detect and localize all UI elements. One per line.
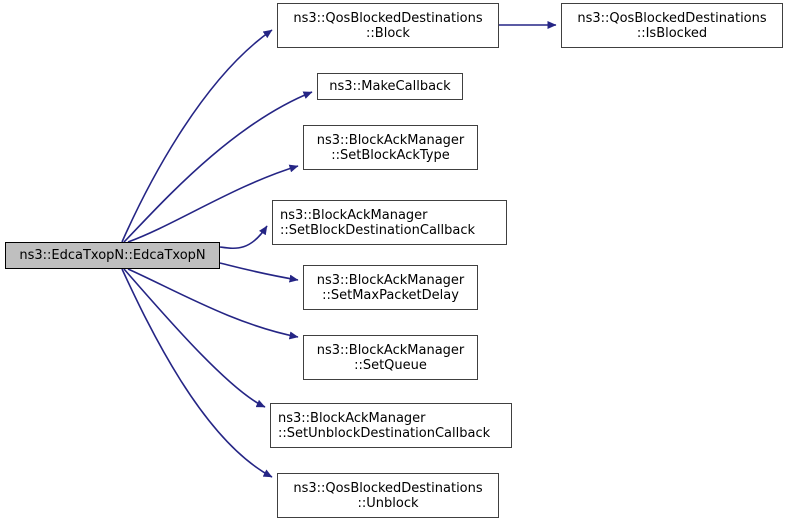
graph-edge-edcatxopn-to-qos-block xyxy=(121,29,273,243)
graph-node-label-line: ns3::QosBlockedDestinations xyxy=(577,10,767,26)
graph-node-label-line: ns3::BlockAckManager xyxy=(278,410,426,426)
graph-node-qos-unblock[interactable]: ns3::QosBlockedDestinations::Unblock xyxy=(277,473,499,518)
graph-node-label-line: ::Block xyxy=(366,25,410,41)
graph-node-makecallback[interactable]: ns3::MakeCallback xyxy=(317,73,463,100)
graph-edge-edcatxopn-to-setmaxpacketdelay xyxy=(219,262,299,283)
graph-node-edcatxopn[interactable]: ns3::EdcaTxopN::EdcaTxopN xyxy=(5,242,220,269)
graph-node-setmaxpacketdelay[interactable]: ns3::BlockAckManager::SetMaxPacketDelay xyxy=(303,265,478,310)
graph-node-label-line: ns3::BlockAckManager xyxy=(316,132,465,148)
graph-node-label-line: ::SetUnblockDestinationCallback xyxy=(278,425,491,441)
graph-node-label-line: ::IsBlocked xyxy=(636,25,708,41)
graph-node-label-line: ::SetMaxPacketDelay xyxy=(322,287,459,303)
graph-node-qos-block[interactable]: ns3::QosBlockedDestinations::Block xyxy=(277,3,499,48)
graph-edge-edcatxopn-to-setblockdestinationcallback xyxy=(219,225,268,250)
graph-edge-edcatxopn-to-qos-unblock xyxy=(121,268,273,478)
graph-node-setunblockdestinationcallback[interactable]: ns3::BlockAckManager::SetUnblockDestinat… xyxy=(270,403,512,448)
graph-node-label-line: ns3::QosBlockedDestinations xyxy=(293,10,483,26)
graph-node-setblockdestinationcallback[interactable]: ns3::BlockAckManager::SetBlockDestinatio… xyxy=(272,200,507,245)
graph-node-label-line: ns3::QosBlockedDestinations xyxy=(293,480,483,496)
graph-node-label-line: ns3::EdcaTxopN::EdcaTxopN xyxy=(19,248,206,263)
graph-node-label-line: ns3::MakeCallback xyxy=(329,79,451,94)
graph-node-label-line: ::SetBlockDestinationCallback xyxy=(280,222,476,238)
graph-node-label-line: ns3::BlockAckManager xyxy=(280,207,428,223)
graph-node-setblockacktype[interactable]: ns3::BlockAckManager::SetBlockAckType xyxy=(303,125,478,170)
graph-node-label-line: ::SetQueue xyxy=(354,357,427,373)
graph-node-label-line: ::Unblock xyxy=(357,495,419,511)
graph-node-qos-isblocked[interactable]: ns3::QosBlockedDestinations::IsBlocked xyxy=(561,3,783,48)
graph-node-label-line: ns3::BlockAckManager xyxy=(316,272,465,288)
graph-edge-edcatxopn-to-setqueue xyxy=(127,268,299,340)
graph-edge-edcatxopn-to-setunblockdestinationcallback xyxy=(123,268,266,408)
graph-node-setqueue[interactable]: ns3::BlockAckManager::SetQueue xyxy=(303,335,478,380)
graph-node-label-line: ::SetBlockAckType xyxy=(331,147,450,163)
graph-node-label-line: ns3::BlockAckManager xyxy=(316,342,465,358)
